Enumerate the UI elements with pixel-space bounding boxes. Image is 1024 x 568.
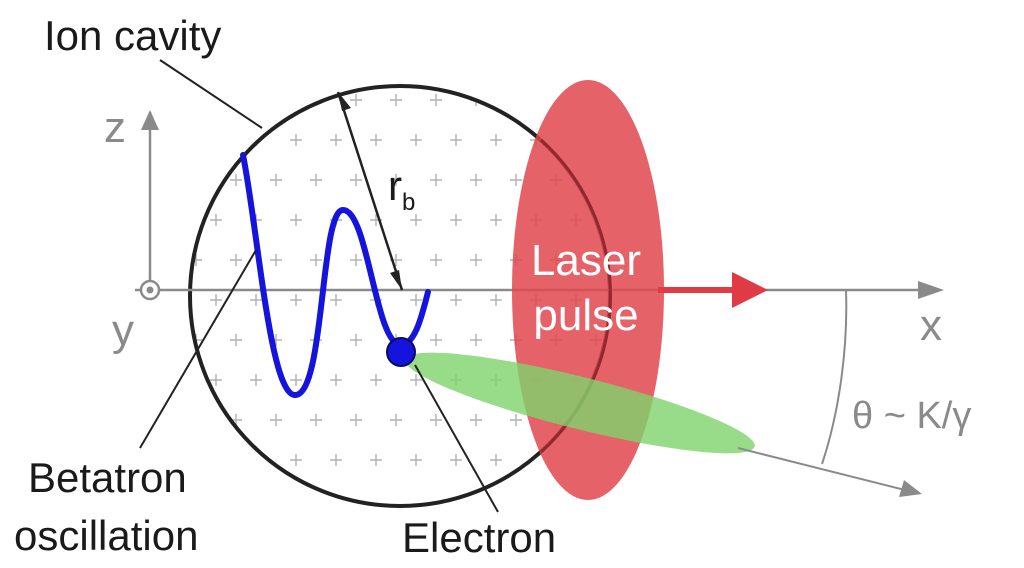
ion-cavity-leader [159, 59, 263, 129]
electron-label: Electron [402, 514, 556, 561]
y-axis-symbol [139, 279, 161, 301]
y-axis-label: y [112, 306, 134, 355]
laser-direction-arrowhead [732, 272, 768, 308]
electron-leader [414, 364, 499, 513]
betatron-label-line2: oscillation [14, 512, 198, 559]
radius-label: rb [388, 162, 415, 216]
laser-label-line1: Laser [531, 236, 641, 285]
betatron-label-line1: Betatron [28, 454, 187, 501]
radius-arrowhead-bottom [390, 270, 402, 290]
z-axis-label: z [104, 103, 126, 152]
emission-direction-line [737, 447, 906, 491]
radius-line [336, 91, 404, 291]
angle-label: θ ~ K/γ [852, 395, 971, 437]
laser-label-line2: pulse [533, 291, 638, 340]
electron-dot [386, 337, 416, 367]
x-axis-label: x [920, 301, 942, 350]
emission-direction-arrowhead [899, 480, 922, 497]
ion-cavity-label: Ion cavity [44, 12, 221, 59]
radius-arrowhead-top [338, 92, 351, 111]
radiation-cone [405, 352, 755, 454]
x-axis-arrowhead [918, 281, 944, 299]
betatron-leader [139, 249, 257, 449]
z-axis-arrowhead [141, 110, 159, 130]
angle-arc [821, 289, 848, 465]
